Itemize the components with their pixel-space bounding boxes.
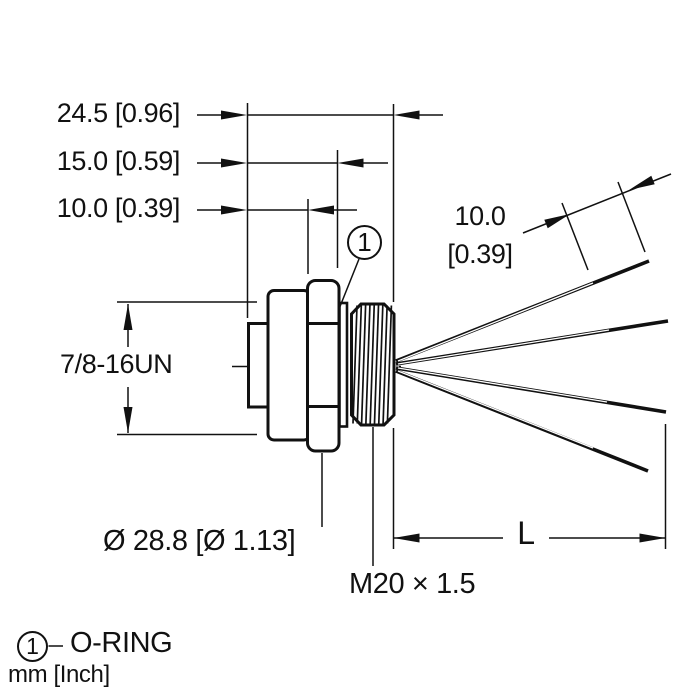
dim-cable-length <box>393 533 666 543</box>
wires <box>395 259 669 473</box>
cable-length-label: L <box>517 515 535 551</box>
front-thread-label: 7/8-16UN <box>60 349 173 379</box>
dim-front-depth <box>197 205 357 215</box>
dim-body-depth <box>197 158 388 168</box>
body-depth-label: 15.0 [0.59] <box>56 146 181 176</box>
units-note-label: mm [Inch] <box>8 661 110 688</box>
thread-hatch <box>352 305 393 424</box>
front-depth-label: 10.0 [0.39] <box>56 193 181 223</box>
strip-length-inch-label: [0.39] <box>447 239 513 269</box>
connector-body <box>266 289 312 442</box>
hex-nut <box>306 279 341 453</box>
dim-strip-length <box>522 173 672 271</box>
strip-length-mm-label: 10.0 <box>454 201 506 231</box>
legend-label: O-RING <box>70 627 173 659</box>
dim-overall-depth <box>197 110 443 120</box>
callout-1-number: 1 <box>357 227 372 257</box>
rear-thread-gland <box>350 302 396 427</box>
hex-diameter-label: Ø 28.8 [Ø 1.13] <box>103 525 296 557</box>
wire-4 <box>395 369 649 473</box>
overall-depth-label: 24.5 [0.96] <box>56 98 181 128</box>
connector <box>247 279 396 453</box>
o-ring <box>338 301 349 428</box>
wire-2 <box>395 319 669 366</box>
legend-balloon-number: 1 <box>26 633 39 659</box>
gland-thread-label: M20 × 1.5 <box>349 568 476 600</box>
legend-balloon: 1 <box>17 631 48 662</box>
wire-3 <box>395 366 667 414</box>
leader-lines <box>48 258 374 647</box>
callout-1-balloon: 1 <box>347 225 382 260</box>
leader-callout-1 <box>338 258 360 310</box>
extension-lines <box>117 103 667 549</box>
dim-front-thread <box>123 304 133 433</box>
wire-1 <box>395 259 650 363</box>
